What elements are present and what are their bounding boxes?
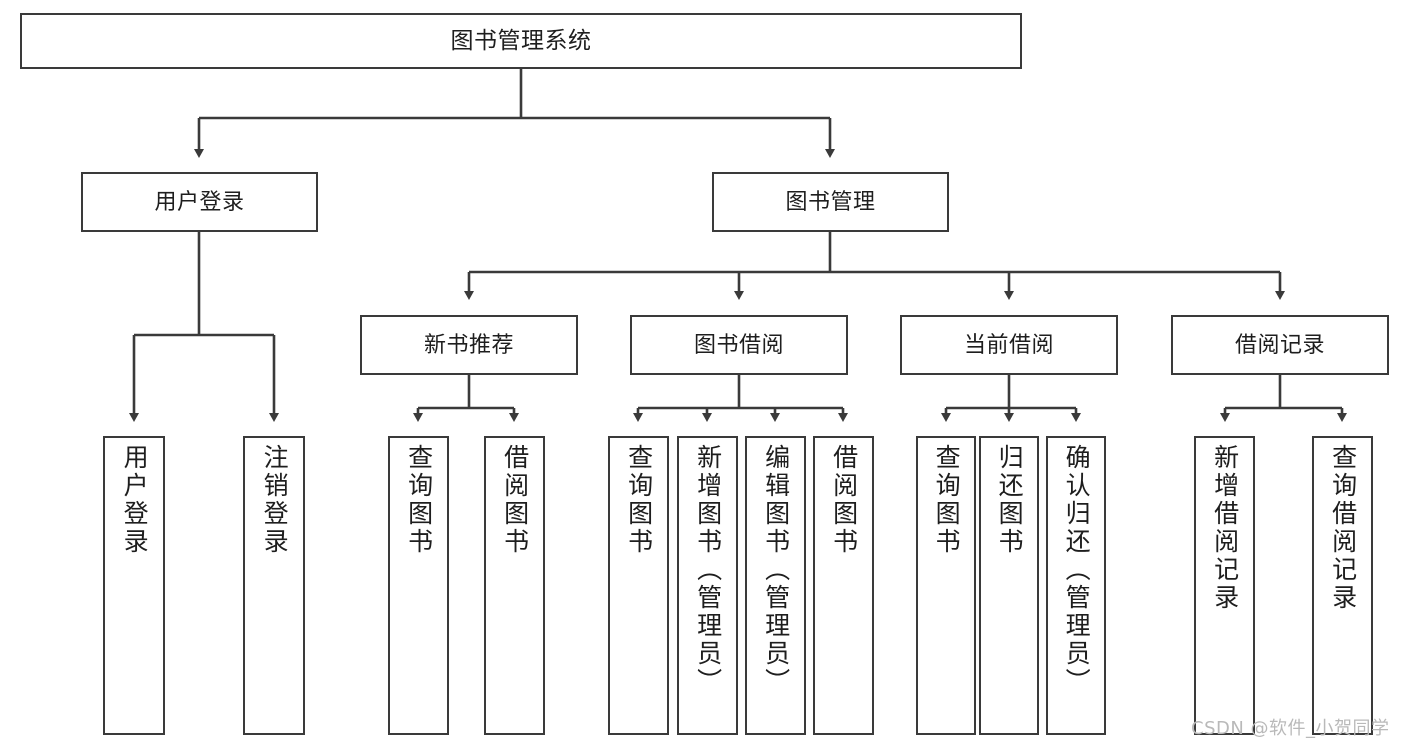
leaf-logout[interactable]: 注销登录 [243,436,305,735]
node-label: 归还图书 [995,444,1024,556]
node-new-book-recommendation[interactable]: 新书推荐 [360,315,578,375]
leaf-add-borrow-record[interactable]: 新增借阅记录 [1194,436,1255,735]
node-borrow-records[interactable]: 借阅记录 [1171,315,1389,375]
node-book-borrowing[interactable]: 图书借阅 [630,315,848,375]
node-label: 用户登录 [154,189,245,215]
leaf-borrow-book-borrowing[interactable]: 借阅图书 [813,436,874,735]
node-label: 当前借阅 [963,332,1054,358]
node-label: 图书管理 [785,189,876,215]
node-label: 用户登录 [120,444,149,556]
node-label: 查询图书 [404,444,433,556]
leaf-borrow-book-recommendation[interactable]: 借阅图书 [484,436,545,735]
leaf-return-book[interactable]: 归还图书 [979,436,1039,735]
node-label: 图书管理系统 [450,27,592,54]
node-label: 新书推荐 [423,332,514,358]
node-book-management[interactable]: 图书管理 [712,172,949,232]
leaf-query-book-borrowing[interactable]: 查询图书 [608,436,669,735]
leaf-user-login[interactable]: 用户登录 [103,436,165,735]
node-label: 注销登录 [260,444,289,556]
node-label: 编辑图书（管理员） [761,444,790,696]
node-label: 借阅图书 [829,444,858,556]
leaf-add-book-admin[interactable]: 新增图书（管理员） [677,436,738,735]
watermark: CSDN @软件_小贺同学 [1191,718,1390,739]
leaf-query-book-recommendation[interactable]: 查询图书 [388,436,449,735]
node-label: 新增图书（管理员） [693,444,722,696]
node-label: 借阅记录 [1234,332,1325,358]
leaf-confirm-return-admin[interactable]: 确认归还（管理员） [1046,436,1106,735]
node-current-borrowing[interactable]: 当前借阅 [900,315,1118,375]
node-root-system[interactable]: 图书管理系统 [20,13,1022,69]
node-label: 确认归还（管理员） [1062,444,1091,696]
node-user-login[interactable]: 用户登录 [81,172,318,232]
leaf-edit-book-admin[interactable]: 编辑图书（管理员） [745,436,806,735]
leaf-query-book-current[interactable]: 查询图书 [916,436,976,735]
node-label: 查询借阅记录 [1328,444,1357,612]
node-label: 借阅图书 [500,444,529,556]
leaf-query-borrow-record[interactable]: 查询借阅记录 [1312,436,1373,735]
node-label: 查询图书 [624,444,653,556]
node-label: 新增借阅记录 [1210,444,1239,612]
node-label: 图书借阅 [693,332,784,358]
node-label: 查询图书 [932,444,961,556]
